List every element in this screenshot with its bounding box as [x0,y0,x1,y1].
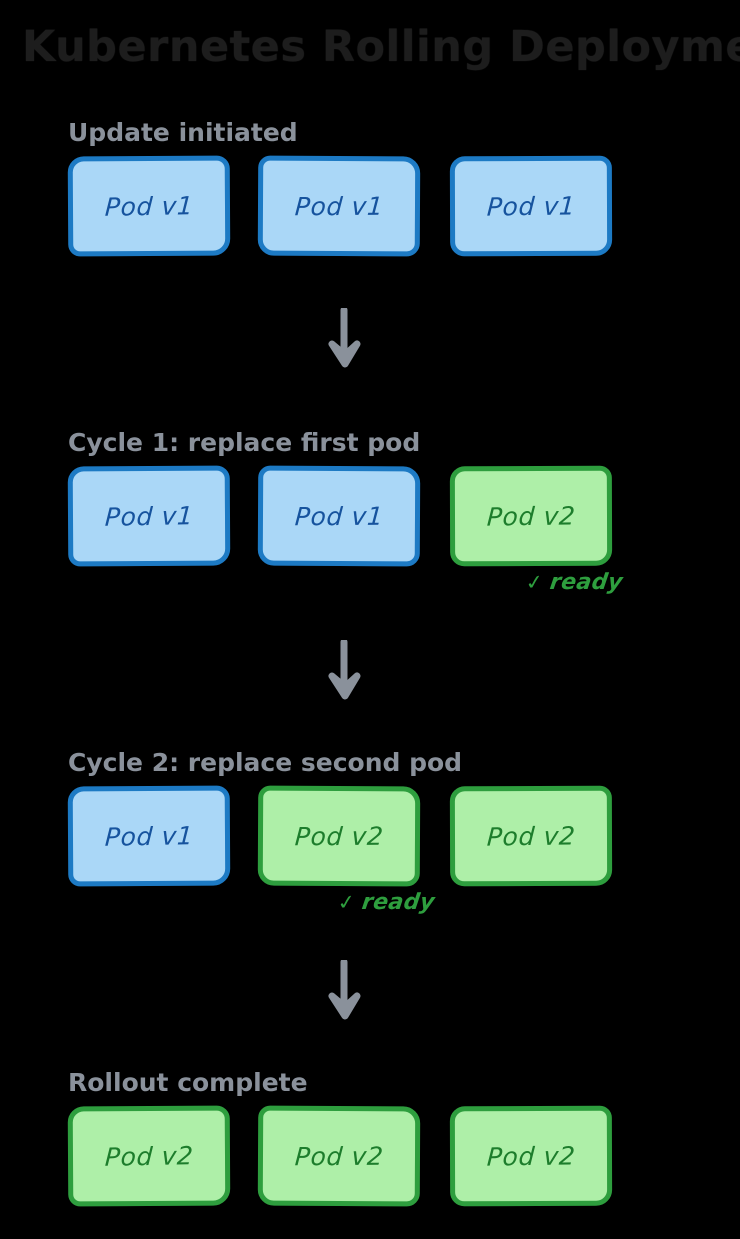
pod-label: Pod v1 [293,501,385,531]
pod-box[interactable]: Pod v1 [67,155,231,257]
pod-label: Pod v2 [485,1140,577,1172]
flow-arrow-down-icon [323,960,367,1036]
pod-label: Pod v2 [103,1140,195,1172]
stage-label: Cycle 2: replace second pod [68,748,463,777]
pod-box[interactable]: Pod v2 [257,1105,421,1207]
ready-label: ready [360,890,437,915]
pod-label: Pod v1 [103,500,195,532]
stage-label: Update initiated [68,118,298,147]
pod-row: Pod v1 Pod v1 Pod v1 [60,155,680,266]
flow-arrow-down-icon [323,308,367,384]
pod-box[interactable]: Pod v1 [257,465,421,567]
stage-label: Rollout complete [68,1068,308,1097]
pod-box[interactable]: Pod v2 [449,1105,613,1207]
pod-box[interactable]: Pod v2 [449,785,613,887]
check-icon: ✓ [335,888,358,916]
pod-label: Pod v2 [293,821,385,851]
pod-box[interactable]: Pod v2 [67,1105,231,1207]
ready-badge: ✓ready [335,888,437,916]
page-title: Kubernetes Rolling Deployment [22,22,740,72]
check-icon: ✓ [523,568,546,596]
stage-label: Cycle 1: replace first pod [68,428,421,457]
pod-box[interactable]: Pod v1 [257,155,421,257]
ready-label: ready [548,570,625,595]
pod-label: Pod v1 [485,190,577,222]
pod-box[interactable]: Pod v1 [449,155,613,257]
pod-row: Pod v1 Pod v2 Pod v2 ✓ready [60,785,680,915]
pod-box[interactable]: Pod v2 [449,465,613,567]
pod-box[interactable]: Pod v2 [257,785,421,887]
pod-label: Pod v1 [293,191,385,221]
pod-label: Pod v2 [485,500,577,532]
pod-label: Pod v1 [103,190,195,222]
pod-row: Pod v1 Pod v1 Pod v2 ✓ready [60,465,680,595]
pod-row: Pod v2 Pod v2 Pod v2 [60,1105,680,1216]
pod-label: Pod v2 [485,820,577,852]
ready-badge: ✓ready [523,568,625,596]
pod-box[interactable]: Pod v1 [67,465,231,567]
pod-box[interactable]: Pod v1 [67,785,231,887]
pod-label: Pod v2 [293,1141,385,1171]
pod-label: Pod v1 [103,820,195,852]
flow-arrow-down-icon [323,640,367,716]
